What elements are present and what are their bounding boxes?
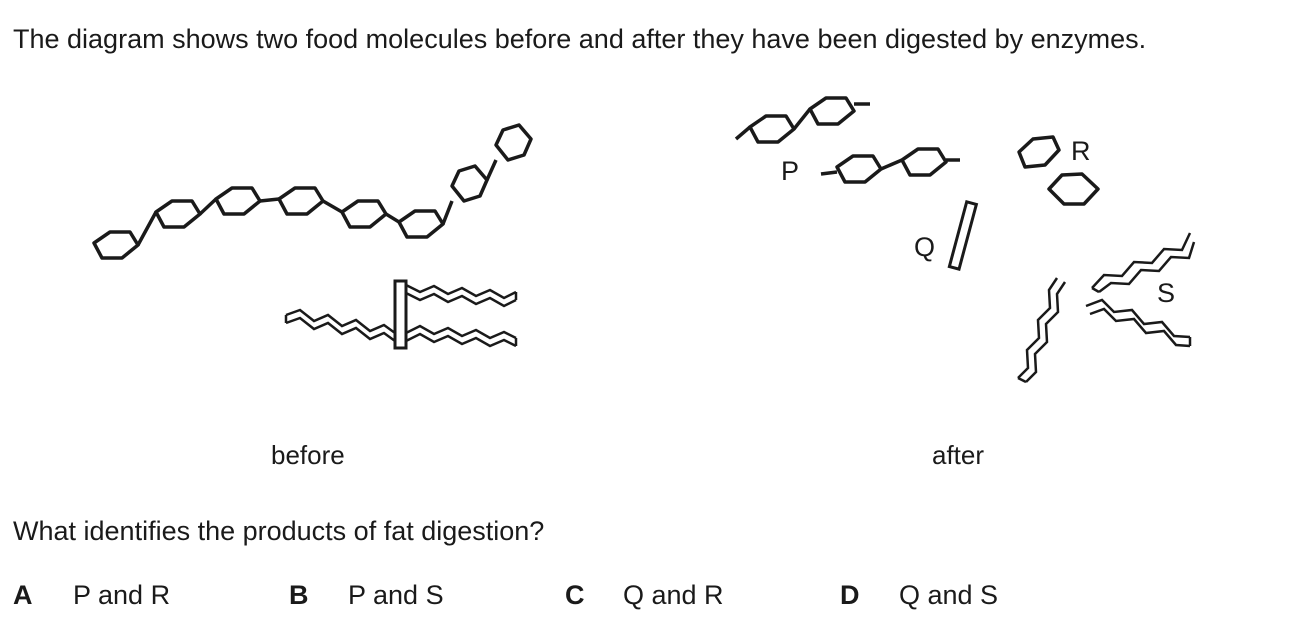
glucose-ring <box>494 123 533 162</box>
option-C-letter[interactable]: C <box>565 580 585 610</box>
option-B-text[interactable]: P and S <box>348 580 444 610</box>
glucose-ring <box>277 186 325 216</box>
fatty-acid-chain <box>1098 241 1196 293</box>
glucose-ring <box>340 199 388 229</box>
product-P <box>734 96 960 184</box>
label-P: P <box>781 156 799 186</box>
glucose-ring <box>450 164 489 203</box>
glucose-ring <box>808 96 856 126</box>
fatty-acid-chain <box>405 324 517 340</box>
glycerol <box>393 279 408 350</box>
fatty-acid-chain <box>285 316 396 343</box>
caption-before: before <box>271 440 345 470</box>
fatty-acid-chain <box>405 283 517 300</box>
glucose-ring <box>92 230 140 260</box>
fat-molecule <box>284 279 518 350</box>
fatty-acid-chain <box>1091 232 1192 289</box>
option-D-letter[interactable]: D <box>840 580 860 610</box>
fatty-acid-chain <box>405 332 517 348</box>
fatty-acid-chain <box>1089 307 1191 348</box>
glucose-ring <box>748 114 796 144</box>
question-text: What identifies the products of fat dige… <box>13 516 545 546</box>
label-S: S <box>1157 278 1175 308</box>
glucose-ring <box>900 147 948 177</box>
fatty-acid-chain <box>1085 298 1191 339</box>
option-A-letter[interactable]: A <box>13 580 33 610</box>
glucose-ring <box>397 209 445 239</box>
glucose-ring <box>1047 172 1100 206</box>
option-B-letter[interactable]: B <box>289 580 309 610</box>
label-R: R <box>1071 136 1091 166</box>
fatty-acid-chain <box>405 291 517 308</box>
product-S <box>1017 232 1196 384</box>
glucose-ring <box>1017 135 1061 169</box>
fatty-acid-chain <box>1025 281 1067 383</box>
caption-after: after <box>932 440 985 470</box>
glucose-ring <box>154 199 202 229</box>
option-A-text[interactable]: P and R <box>73 580 171 610</box>
product-R <box>1017 135 1100 206</box>
starch-molecule <box>92 123 533 260</box>
option-D-text[interactable]: Q and S <box>899 580 999 610</box>
glucose-ring <box>835 154 883 184</box>
option-C-text[interactable]: Q and R <box>623 580 724 610</box>
digestion-diagram: P Q R S <box>92 96 1196 384</box>
glucose-ring <box>214 186 262 216</box>
fatty-acid-chain <box>1017 277 1059 379</box>
label-Q: Q <box>914 232 935 262</box>
intro-text: The diagram shows two food molecules bef… <box>13 24 1147 54</box>
product-Q-glycerol <box>947 199 979 271</box>
fatty-acid-chain <box>285 308 396 335</box>
